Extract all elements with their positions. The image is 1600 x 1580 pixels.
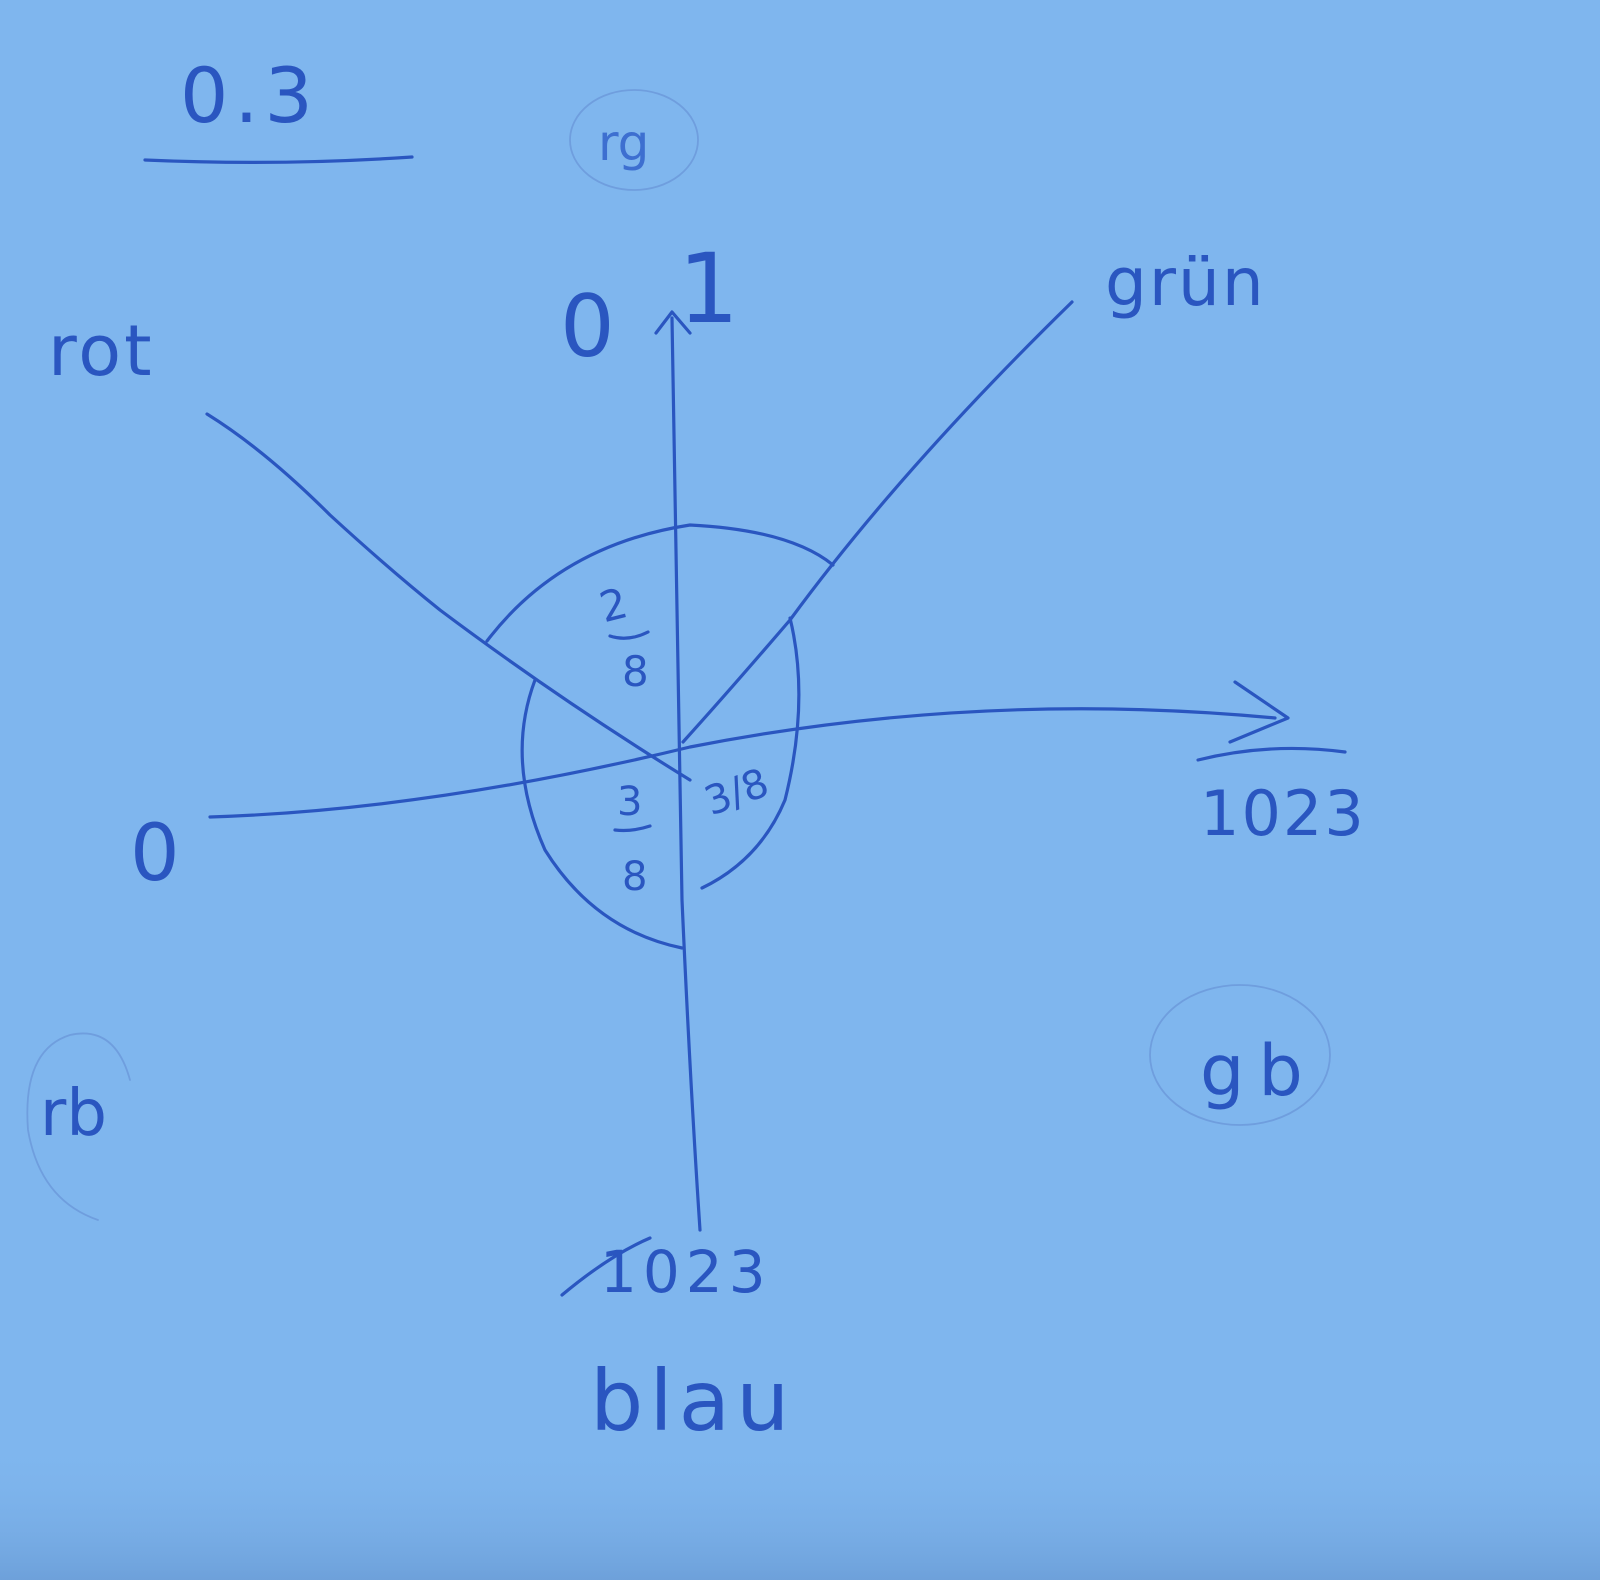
region-circle-rg: [569, 89, 699, 191]
region-label-gb: gb: [1200, 1030, 1317, 1112]
red-axis: [205, 412, 692, 782]
horizontal-axis-end-label: 1023: [1200, 777, 1366, 850]
vertical-axis-end-mark: [560, 1236, 652, 1297]
red-axis-label: rot: [48, 310, 155, 392]
origin-circle-left-arc: [520, 678, 684, 950]
vertical-axis-end-label: 1023: [600, 1238, 772, 1306]
fraction-top-numerator: 2: [595, 578, 633, 632]
blue-axis-label: blau: [590, 1352, 795, 1450]
horizontal-axis-arrowhead: [1228, 680, 1290, 744]
vertical-axis: [670, 316, 702, 1232]
fraction-bottom-left-denominator: 8: [622, 854, 647, 900]
heading: 0.3: [180, 51, 319, 140]
vertical-axis-arrowhead: [654, 310, 692, 335]
green-axis-label: grün: [1105, 244, 1266, 321]
heading-underline: [143, 155, 414, 164]
vertical-axis-zero: 0: [560, 277, 615, 377]
horizontal-axis: [208, 707, 1277, 819]
region-label-rb: rb: [40, 1077, 107, 1151]
origin-circle-right-arc: [700, 616, 801, 890]
fraction-bottom-left-numerator: 3: [617, 779, 642, 825]
fraction-bottom-left-bar: [613, 824, 652, 833]
horizontal-axis-end-mark: [1196, 746, 1347, 762]
horizontal-axis-zero: 0: [130, 809, 180, 899]
vertical-axis-one: 1: [678, 233, 739, 345]
fraction-top-denominator: 8: [622, 647, 649, 696]
region-circle-gb: [1149, 984, 1331, 1126]
region-circle-rb: [26, 1032, 131, 1221]
green-axis: [681, 300, 1074, 744]
origin-circle-top-arc: [485, 523, 835, 643]
paper-shadow: [0, 1440, 1600, 1580]
region-label-rg: rg: [598, 114, 649, 172]
fraction-bottom-right: 3/8: [699, 760, 775, 825]
fraction-top-bar: [608, 630, 650, 640]
